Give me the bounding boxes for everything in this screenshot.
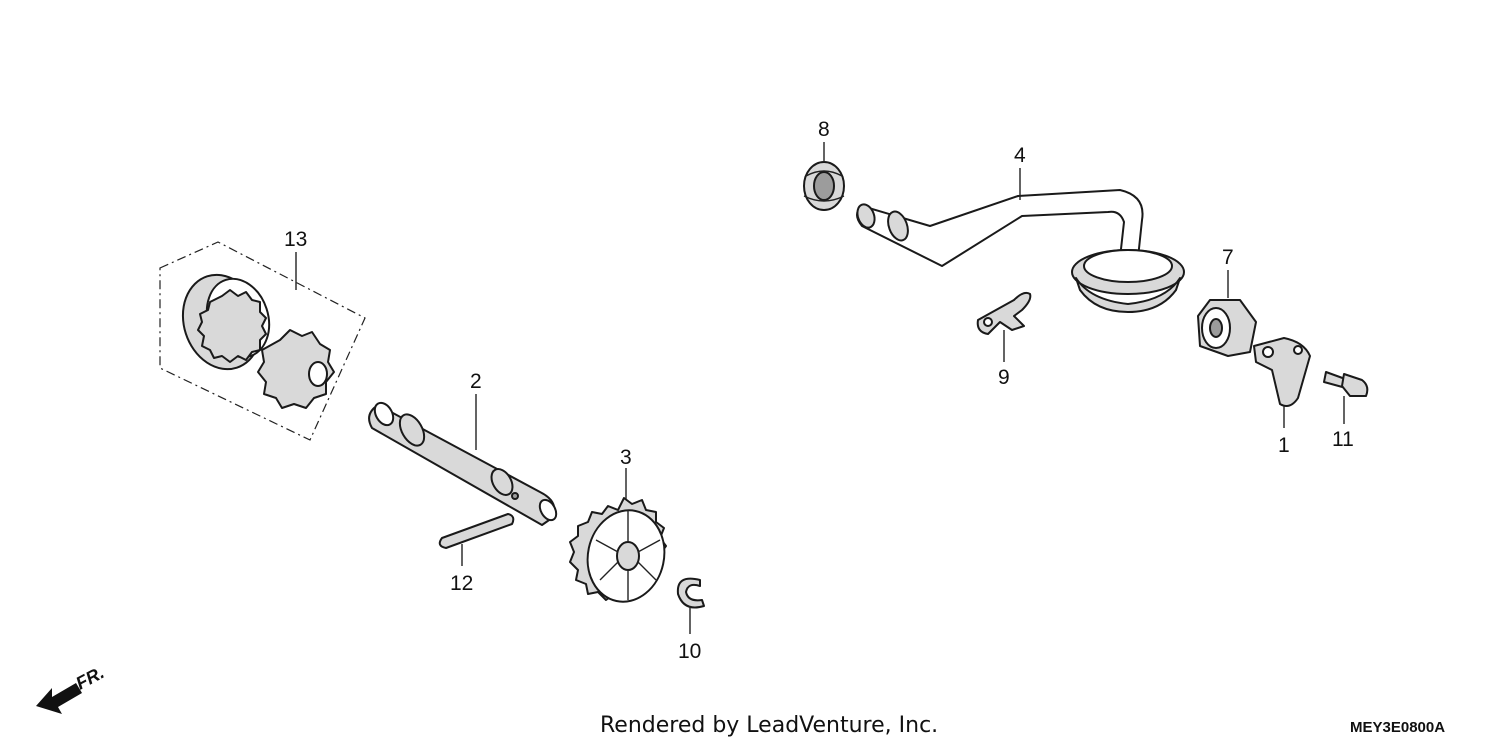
part-3-oil-pump-driven-sprocket[interactable] <box>569 497 673 609</box>
callout-9: 9 <box>998 366 1010 389</box>
callout-7: 7 <box>1222 246 1234 269</box>
part-13-oil-pump-rotor-set[interactable] <box>159 241 366 441</box>
callout-3: 3 <box>620 446 632 469</box>
callout-11: 11 <box>1332 428 1354 451</box>
part-4-oil-strainer[interactable] <box>854 189 1185 313</box>
callout-12: 12 <box>450 572 473 595</box>
part-12-dowel-pin[interactable] <box>438 513 515 549</box>
part-11-flange-bolt[interactable] <box>1323 371 1369 397</box>
part-9-setting-plate[interactable] <box>976 291 1032 335</box>
part-1-bracket[interactable] <box>1253 337 1311 407</box>
callout-1: 1 <box>1278 434 1290 457</box>
callout-10: 10 <box>678 640 701 663</box>
callout-8: 8 <box>818 118 830 141</box>
callout-13: 13 <box>284 228 307 251</box>
part-2-oil-pump-shaft[interactable] <box>368 400 559 526</box>
callout-2: 2 <box>470 370 482 393</box>
diagram-code: MEY3E0800A <box>1350 719 1445 736</box>
callout-4: 4 <box>1014 144 1026 167</box>
leader-lines <box>295 142 1345 634</box>
front-direction-arrow-icon: FR. <box>36 662 107 714</box>
part-7-seal[interactable] <box>1197 299 1257 357</box>
part-10-snap-ring[interactable] <box>676 577 705 609</box>
part-8-grommet[interactable] <box>803 161 845 211</box>
footer-credit: Rendered by LeadVenture, Inc. <box>600 713 938 738</box>
